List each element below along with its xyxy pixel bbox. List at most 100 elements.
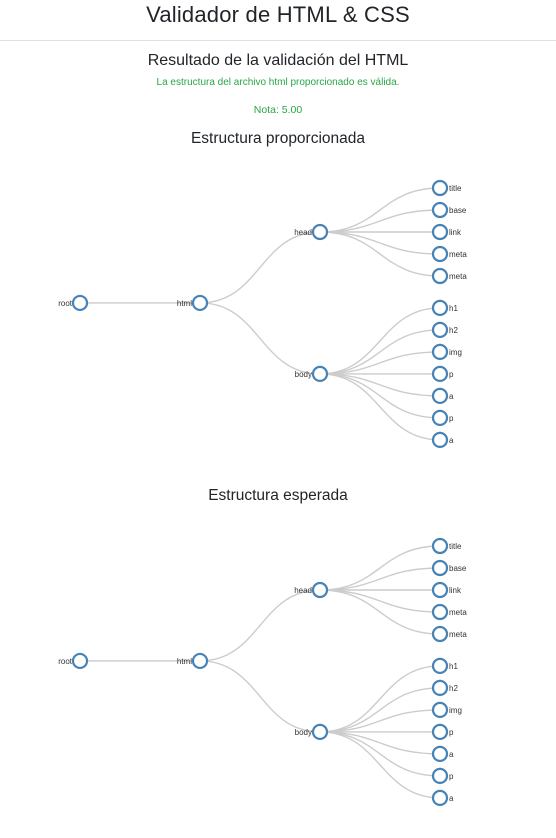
tree-node-circle[interactable] <box>311 723 329 740</box>
tree-node-label: meta <box>449 250 467 259</box>
tree-node-p[interactable]: p <box>431 723 454 740</box>
tree-node-p[interactable]: p <box>431 365 454 382</box>
tree-node-circle[interactable] <box>431 201 449 219</box>
tree-node-link[interactable]: link <box>431 581 462 599</box>
tree-node-circle[interactable] <box>311 365 329 382</box>
tree-node-label: h1 <box>449 304 458 313</box>
validation-result-title: Resultado de la validación del HTML <box>147 52 409 69</box>
tree-node-label: html <box>177 657 192 666</box>
tree-node-circle[interactable] <box>431 581 449 599</box>
tree-node-circle[interactable] <box>71 294 89 312</box>
tree-link <box>319 231 441 255</box>
tree-node-a[interactable]: a <box>431 789 454 806</box>
tree-node-circle[interactable] <box>431 625 449 643</box>
tree-node-circle[interactable] <box>191 652 209 670</box>
tree-node-h1[interactable]: h1 <box>431 657 458 674</box>
tree-node-label: h1 <box>449 662 458 671</box>
tree-node-circle[interactable] <box>431 767 449 784</box>
tree-node-base[interactable]: base <box>431 201 467 219</box>
tree-node-body[interactable]: body <box>295 365 329 382</box>
tree-node-circle[interactable] <box>431 537 449 555</box>
tree-node-circle[interactable] <box>431 603 449 621</box>
tree-node-circle[interactable] <box>431 789 449 806</box>
tree-node-label: link <box>449 586 462 595</box>
tree-node-circle[interactable] <box>431 723 449 740</box>
tree-node-label: a <box>449 392 454 401</box>
tree-node-label: a <box>449 436 454 445</box>
tree-links <box>79 545 441 799</box>
tree-node-circle[interactable] <box>431 343 449 360</box>
tree-node-html[interactable]: html <box>177 294 209 312</box>
provided-structure-tree: root html head title base link meta meta body h1 h… <box>58 179 467 448</box>
tree-link <box>319 731 441 755</box>
tree-node-head[interactable]: head <box>294 581 329 599</box>
tree-node-label: title <box>449 542 462 551</box>
tree-node-a[interactable]: a <box>431 431 454 448</box>
tree-node-link[interactable]: link <box>431 223 462 241</box>
tree-node-circle[interactable] <box>311 223 329 241</box>
tree-link <box>319 351 441 375</box>
tree-node-circle[interactable] <box>431 559 449 577</box>
tree-node-html[interactable]: html <box>177 652 209 670</box>
tree-node-p[interactable]: p <box>431 767 454 784</box>
tree-node-root[interactable]: root <box>58 652 89 670</box>
tree-node-circle[interactable] <box>71 652 89 670</box>
tree-node-circle[interactable] <box>431 701 449 718</box>
tree-node-label: link <box>449 228 462 237</box>
tree-nodes: root html head title base link meta meta body h1 h… <box>58 537 467 806</box>
tree-node-circle[interactable] <box>431 223 449 241</box>
tree-node-circle[interactable] <box>431 321 449 338</box>
tree-node-meta[interactable]: meta <box>431 267 467 285</box>
tree-node-body[interactable]: body <box>295 723 329 740</box>
tree-node-h2[interactable]: h2 <box>431 321 458 338</box>
tree-link <box>319 209 441 233</box>
tree-node-label: root <box>58 657 73 666</box>
tree-node-label: body <box>295 728 312 737</box>
tree-link <box>199 589 321 662</box>
tree-node-circle[interactable] <box>311 581 329 599</box>
tree-node-p[interactable]: p <box>431 409 454 426</box>
tree-node-label: base <box>449 564 467 573</box>
tree-node-circle[interactable] <box>431 431 449 448</box>
tree-node-circle[interactable] <box>431 179 449 197</box>
tree-node-circle[interactable] <box>431 679 449 696</box>
tree-node-circle[interactable] <box>431 657 449 674</box>
tree-node-circle[interactable] <box>191 294 209 312</box>
tree-node-meta[interactable]: meta <box>431 625 467 643</box>
tree-link <box>319 545 441 591</box>
tree-node-root[interactable]: root <box>58 294 89 312</box>
tree-node-circle[interactable] <box>431 267 449 285</box>
tree-node-label: p <box>449 772 454 781</box>
tree-node-h2[interactable]: h2 <box>431 679 458 696</box>
tree-node-base[interactable]: base <box>431 559 467 577</box>
tree-node-label: meta <box>449 272 467 281</box>
expected-structure-tree: root html head title base link meta meta body h1 h… <box>58 537 467 806</box>
tree-node-label: p <box>449 728 454 737</box>
tree-node-head[interactable]: head <box>294 223 329 241</box>
tree-node-meta[interactable]: meta <box>431 603 467 621</box>
tree-node-img[interactable]: img <box>431 343 462 360</box>
tree-link <box>319 687 441 733</box>
tree-link <box>199 231 321 304</box>
tree-node-title[interactable]: title <box>431 179 462 197</box>
tree-node-meta[interactable]: meta <box>431 245 467 263</box>
tree-node-label: h2 <box>449 684 458 693</box>
tree-node-circle[interactable] <box>431 387 449 404</box>
tree-node-circle[interactable] <box>431 745 449 762</box>
tree-link <box>319 373 441 397</box>
tree-node-circle[interactable] <box>431 245 449 263</box>
tree-node-a[interactable]: a <box>431 387 454 404</box>
tree-node-label: h2 <box>449 326 458 335</box>
tree-link <box>199 302 321 375</box>
tree-node-a[interactable]: a <box>431 745 454 762</box>
tree-link <box>319 731 441 777</box>
tree-node-h1[interactable]: h1 <box>431 299 458 316</box>
tree-node-label: html <box>177 299 192 308</box>
validation-message: La estructura del archivo html proporcio… <box>156 77 400 88</box>
tree-node-circle[interactable] <box>431 365 449 382</box>
tree-node-circle[interactable] <box>431 299 449 316</box>
tree-node-title[interactable]: title <box>431 537 462 555</box>
tree-node-label: meta <box>449 608 467 617</box>
tree-node-img[interactable]: img <box>431 701 462 718</box>
tree-node-circle[interactable] <box>431 409 449 426</box>
